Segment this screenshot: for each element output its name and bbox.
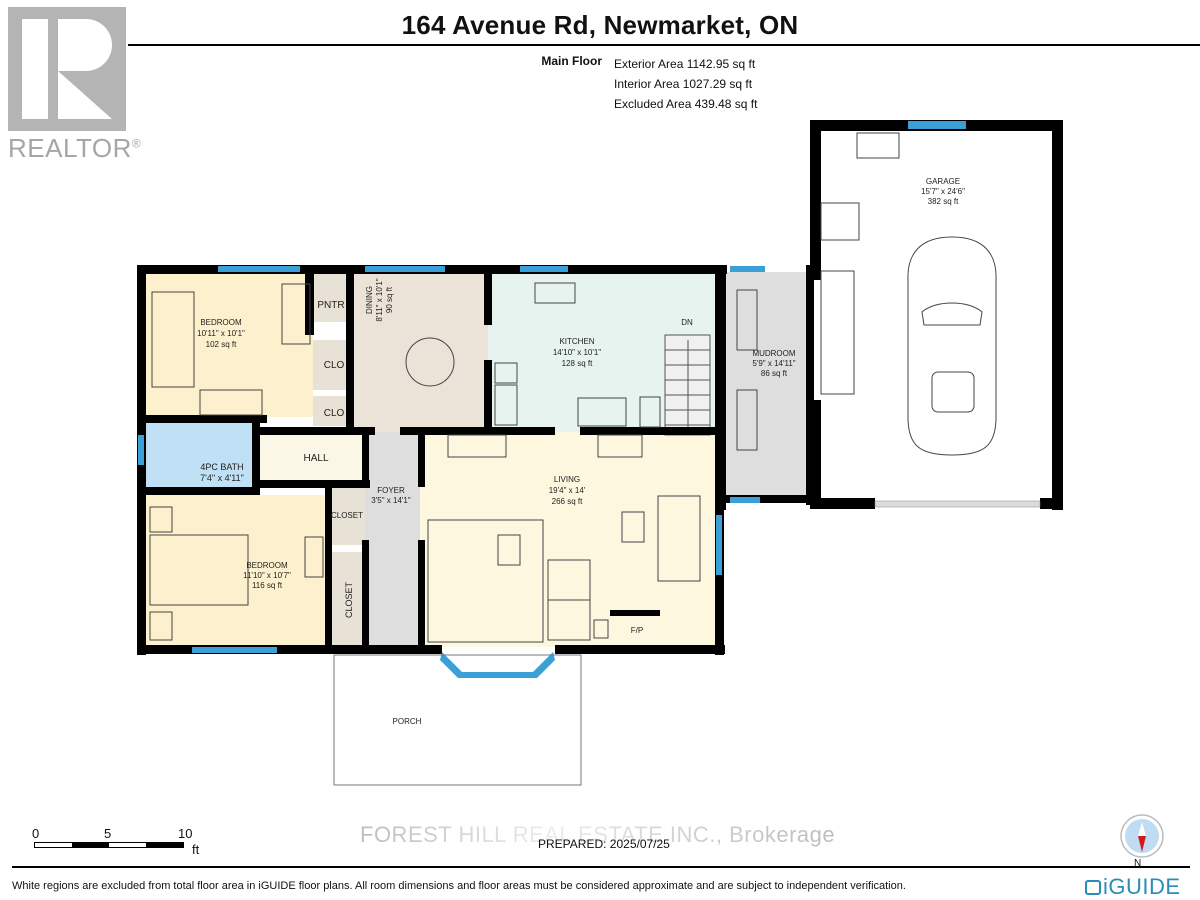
disclaimer-text: White regions are excluded from total fl… <box>12 880 906 892</box>
realtor-r-icon <box>8 7 126 131</box>
foyer-fill <box>365 432 420 652</box>
scale-bar: 0 5 10 ft <box>30 826 210 857</box>
living-fill <box>420 432 715 647</box>
room-labels: BEDROOM 10'11" x 10'1" 102 sq ft PNTR CL… <box>197 177 965 726</box>
bedroom1-name: BEDROOM <box>200 318 242 327</box>
iguide-camera-icon <box>1085 880 1101 895</box>
closet1-name: CLOSET <box>331 511 363 520</box>
bedroom2-dims: 11'10" x 10'7" <box>243 571 291 580</box>
closet2-name: CLOSET <box>344 581 354 618</box>
area-summary: Exterior Area 1142.95 sq ft Interior Are… <box>614 54 757 114</box>
footer-divider <box>12 866 1190 868</box>
exterior-area: Exterior Area 1142.95 sq ft <box>614 57 756 71</box>
registered-mark: ® <box>131 136 142 151</box>
garage-dims: 15'7" x 24'6" <box>921 187 965 196</box>
living-name: LIVING <box>554 475 580 484</box>
foyer-name: FOYER <box>377 486 405 495</box>
realtor-logo: REALTOR® <box>8 7 141 164</box>
living-area: 266 sq ft <box>552 497 583 506</box>
compass-icon <box>1118 812 1166 860</box>
dining-area: 90 sq ft <box>385 286 394 313</box>
hall-fill <box>260 432 365 482</box>
brokerage-watermark: FOREST HILL REAL ESTATE INC., Brokerage <box>360 822 840 848</box>
clo1-name: CLO <box>324 360 345 371</box>
header-divider <box>128 44 1200 46</box>
bedroom1-area: 102 sq ft <box>206 340 237 349</box>
dining-dims: 8'11" x 10'1" <box>375 278 384 321</box>
mudroom-name: MUDROOM <box>752 349 795 358</box>
garage-door <box>874 500 1041 508</box>
furniture <box>149 132 997 643</box>
compass-north-label: N <box>1134 858 1142 869</box>
pantry-fill <box>313 272 348 322</box>
garage-area: 382 sq ft <box>928 197 959 206</box>
scale-tick-10: 10 <box>178 826 193 841</box>
bath-name: 4PC BATH <box>200 462 243 472</box>
porch-name: PORCH <box>393 717 422 726</box>
excluded-area: Excluded Area 439.48 sq ft <box>614 97 758 111</box>
bedroom2-name: BEDROOM <box>246 561 288 570</box>
interior-area: Interior Area 1027.29 sq ft <box>614 77 753 91</box>
bath-fill <box>145 420 260 495</box>
bedroom1-dims: 10'11" x 10'1" <box>197 329 245 338</box>
windows <box>138 121 966 678</box>
realtor-wordmark: REALTOR <box>8 133 132 163</box>
mudroom-area: 86 sq ft <box>761 369 788 378</box>
staircase <box>664 334 711 436</box>
bedroom2-area: 116 sq ft <box>252 581 283 590</box>
clo2-name: CLO <box>324 408 345 419</box>
prepared-date: PREPARED: 2025/07/25 <box>538 837 670 851</box>
kitchen-dims: 14'10" x 10'1" <box>553 348 601 357</box>
scale-unit: ft <box>192 842 200 857</box>
dining-fill <box>348 272 488 432</box>
scale-tick-0: 0 <box>32 826 40 841</box>
hall-name: HALL <box>303 453 328 464</box>
garage-name: GARAGE <box>926 177 960 186</box>
closet1-fill <box>330 485 365 545</box>
clo2-fill <box>313 396 348 426</box>
kitchen-area: 128 sq ft <box>562 359 593 368</box>
property-address-title: 164 Avenue Rd, Newmarket, ON <box>401 10 799 40</box>
bedroom2-fill <box>145 495 330 645</box>
foyer-dims: 3'5" x 14'1" <box>371 496 411 505</box>
closet2-fill <box>330 552 365 647</box>
pantry-name: PNTR <box>317 300 344 311</box>
clo1-fill <box>313 340 348 390</box>
bath-dims: 7'4" x 4'11" <box>200 473 244 483</box>
iguide-wordmark: iGUIDE <box>1103 874 1181 899</box>
dining-name: DINING <box>365 286 374 314</box>
porch-outline <box>333 654 582 786</box>
scale-tick-5: 5 <box>104 826 112 841</box>
fireplace-label: F/P <box>631 626 643 635</box>
floor-label: Main Floor <box>541 54 602 68</box>
mudroom-dims: 5'9" x 14'11" <box>752 359 795 368</box>
iguide-logo: iGUIDE <box>1085 874 1181 900</box>
mudroom-fill <box>722 272 814 502</box>
stairs-down-label: DN <box>681 318 693 327</box>
living-dims: 19'4" x 14' <box>549 486 586 495</box>
kitchen-name: KITCHEN <box>559 337 594 346</box>
